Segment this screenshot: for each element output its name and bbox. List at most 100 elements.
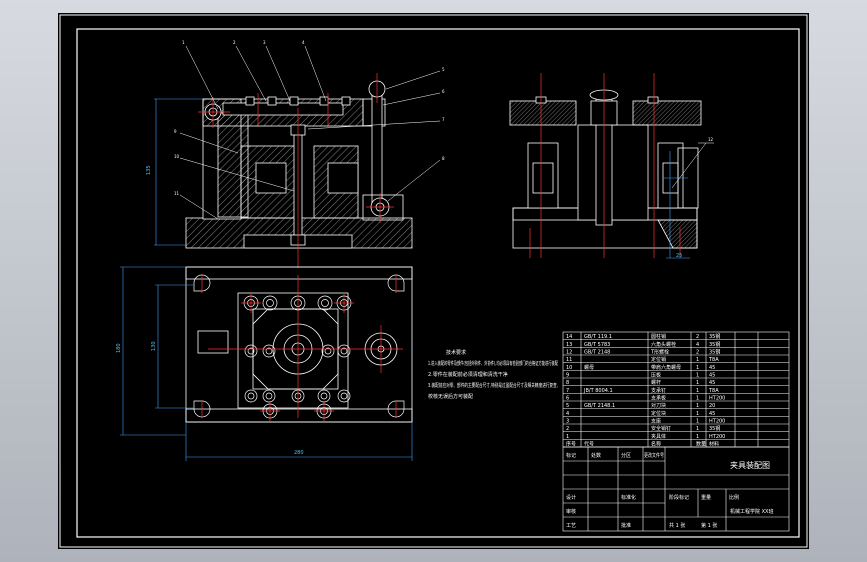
bom-header-cell: 代号: [584, 441, 594, 448]
inner-border: [76, 28, 800, 538]
leader-label-8: 8: [442, 156, 445, 161]
bom-cell-mat: 35钢: [709, 341, 720, 348]
bom-cell-no: 1: [566, 434, 569, 440]
leader-label-9: 9: [174, 129, 177, 134]
bom-cell-no: 14: [566, 334, 572, 340]
bom-cell-qty: 1: [696, 434, 699, 440]
tb-label-count: 处数: [591, 452, 601, 459]
bom-cell-name: 对刀块: [651, 402, 666, 409]
plan-bottom-length: 280: [294, 450, 304, 456]
bom-cell-mat: 35钢: [709, 349, 720, 356]
bom-cell-qty: 1: [696, 419, 699, 425]
tb-sheets-total: 共 1 张: [669, 522, 685, 529]
bom-cell-name: 定位销: [651, 356, 666, 363]
leader-label-5: 5: [442, 67, 445, 72]
plan-outer-height: 180: [116, 343, 122, 353]
bom-cell-no: 6: [566, 396, 569, 402]
tb-label-zone: 分区: [621, 452, 631, 459]
bom-cell-name: 支承板: [651, 395, 666, 402]
bom-cell-qty: 1: [696, 411, 699, 417]
technical-requirements: 技术要求 1.进入装配的零件及部件(包括外购件、外协件),均必须具有检验部门的合…: [428, 349, 558, 400]
leader-label-11: 11: [174, 191, 180, 196]
bom-header-cell: 名称: [651, 441, 661, 448]
bom-cell-no: 3: [566, 419, 569, 425]
plan-bolt-holes: [193, 274, 405, 419]
title-block: [562, 446, 790, 532]
bom-cell-qty: 1: [696, 403, 699, 409]
tb-label-change: 更改文件号: [644, 452, 664, 459]
bom-cell-name: 支座: [651, 418, 661, 425]
tb-weight: 重量: [701, 494, 711, 501]
front-center-lines: [198, 73, 394, 268]
front-height-text: 135: [146, 165, 152, 175]
tb-role-design: 设计: [566, 494, 576, 501]
bom-cell-qty: 1: [696, 357, 699, 363]
bom-cell-qty: 4: [696, 342, 699, 348]
tb-company: 机械工程学院 XX班: [730, 508, 773, 515]
bom-cell-name: 定位块: [651, 410, 666, 417]
leader-label-10: 10: [174, 154, 180, 159]
side-center-lines: [529, 73, 681, 258]
tb-stage: 阶段标记: [669, 494, 689, 501]
tb-label-mark: 标记: [566, 452, 576, 459]
bom-cell-mat: HT200: [709, 434, 725, 440]
bom-cell-mat: T8A: [708, 357, 719, 363]
side-leaders: [671, 142, 714, 189]
tech-req-line-3: 3.装配前应对零、部件的主要配合尺寸,特别是过盈配合尺寸及相关精度进行复查,: [428, 382, 558, 389]
part-leaders: [179, 45, 441, 220]
bom-cell-mat: 45: [709, 373, 715, 379]
side-small-dimension: 25: [676, 253, 682, 259]
bom-cell-qty: 1: [696, 426, 699, 432]
bom-cell-no: 7: [566, 388, 569, 394]
bom-cell-no: 12: [566, 350, 572, 356]
drawing-canvas: 135 1 2 3 4 5 6 7 8 9 10 11: [59, 14, 808, 548]
bom-cell-mat: 35钢: [709, 425, 720, 432]
bom-cell-name: 带肩六角螺母: [651, 364, 681, 371]
tb-role-standard: 标准化: [621, 494, 636, 501]
bom-cell-no: 13: [566, 342, 572, 348]
leader-label-1: 1: [182, 40, 185, 45]
bom-cell-mat: HT200: [709, 396, 725, 402]
leader-label-12: 12: [708, 137, 714, 142]
bom-cell-mat: 35钢: [709, 333, 720, 340]
tech-req-line-2: 2.零件在装配前必须清理和清洗干净: [428, 371, 508, 378]
bom-cell-name: 支承钉: [651, 387, 666, 394]
bom-cell-code: 螺母: [584, 364, 594, 371]
bill-of-materials: [562, 331, 790, 448]
bom-cell-code: JB/T 8004.1: [583, 388, 613, 394]
bom-cell-no: 4: [566, 411, 569, 417]
bom-cell-name: 螺杆: [651, 379, 661, 386]
bom-cell-mat: 45: [709, 365, 715, 371]
bom-cell-name: 安全销钉: [651, 425, 671, 432]
bom-cell-qty: 2: [696, 334, 699, 340]
tech-req-line-1: 1.进入装配的零件及部件(包括外购件、外协件),均必须具有检验部门的合格证方能进…: [428, 360, 558, 367]
bom-cell-code: GB/T 5783: [584, 342, 610, 348]
bom-cell-mat: T8A: [708, 388, 719, 394]
bom-cell-code: GB/T 119.1: [584, 334, 612, 340]
bom-cell-qty: 1: [696, 373, 699, 379]
bom-cell-qty: 2: [696, 350, 699, 356]
tech-req-line-4: 校核无误后方可装配: [428, 393, 473, 400]
front-height-dimension: [154, 98, 203, 246]
leader-label-3: 3: [263, 40, 266, 45]
bom-cell-mat: 45: [709, 380, 715, 386]
bom-cell-no: 2: [566, 426, 569, 432]
bom-cell-no: 5: [566, 403, 569, 409]
tb-sheet-no: 第 1 张: [701, 522, 717, 529]
tb-scale: 比例: [729, 494, 739, 501]
drawing-title: 夹具装配图: [730, 460, 770, 470]
bom-cell-name: 夹具体: [651, 433, 666, 440]
outer-border: [59, 14, 808, 548]
side-view: [509, 89, 702, 249]
part-numbers: 1 2 3 4 5 6 7 8 9 10 11: [174, 40, 445, 196]
leader-label-2: 2: [233, 40, 236, 45]
side-dimension: [663, 151, 690, 259]
bom-cell-no: 9: [566, 373, 569, 379]
bom-cell-no: 10: [566, 365, 572, 371]
bom-cell-qty: 1: [696, 365, 699, 371]
bom-cell-qty: 1: [696, 388, 699, 394]
bom-cell-mat: 45: [709, 411, 715, 417]
bom-cell-mat: HT200: [709, 419, 725, 425]
